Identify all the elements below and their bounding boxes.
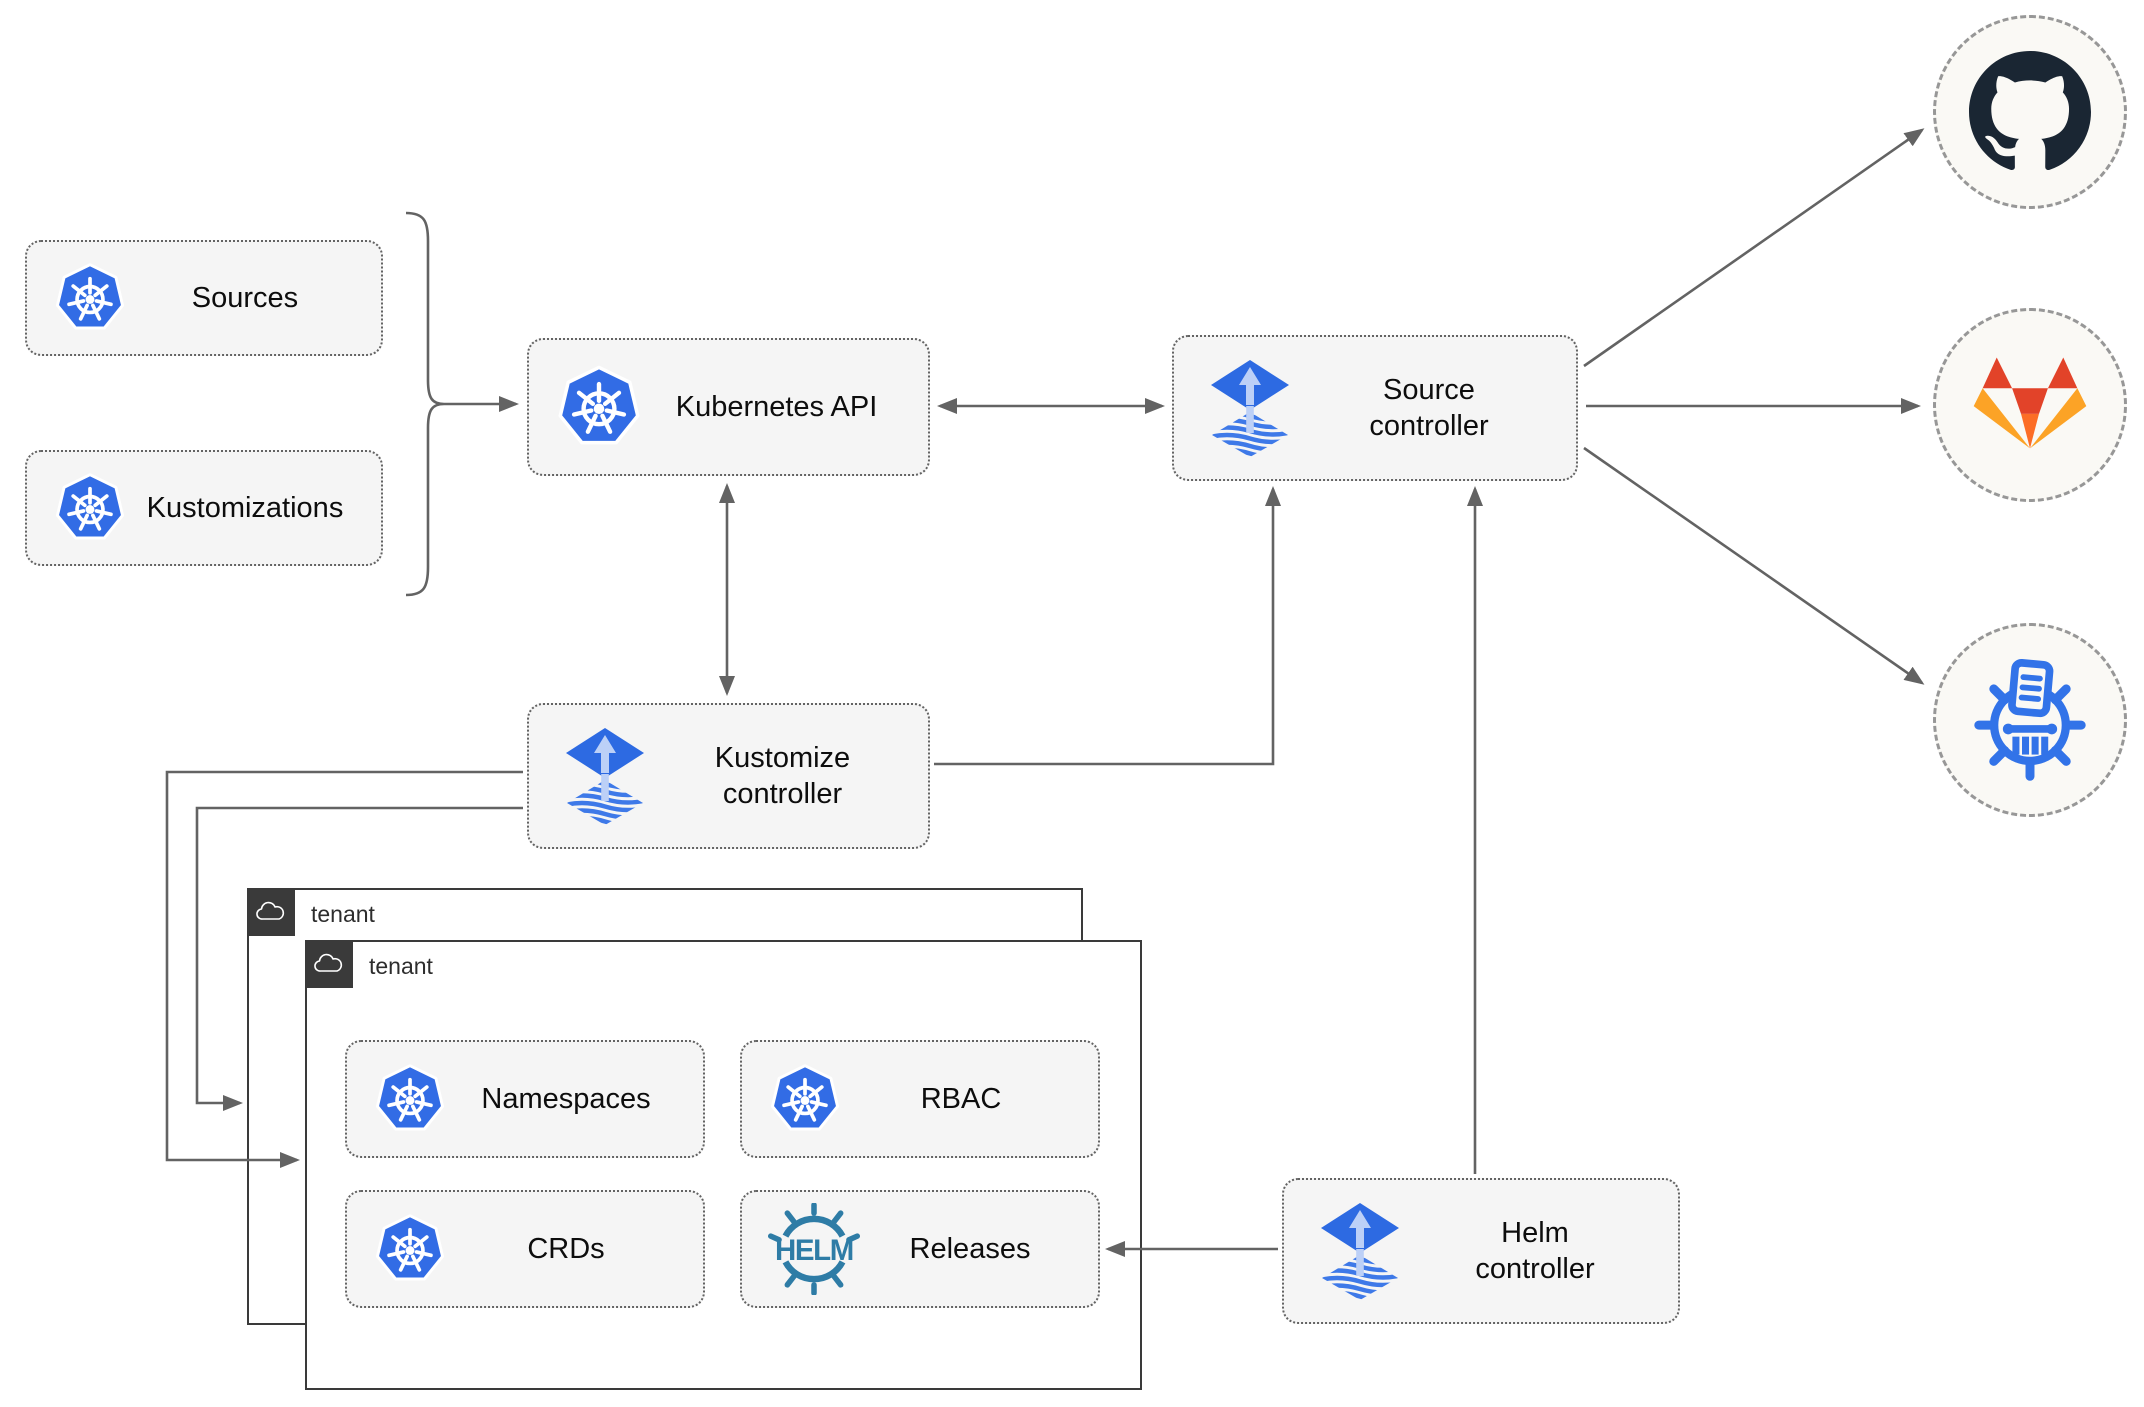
kubernetes-icon <box>373 1062 447 1136</box>
cloud-icon <box>255 899 287 925</box>
node-kubernetes-api: Kubernetes API <box>527 338 930 476</box>
tenant-back-label: tenant <box>311 901 375 927</box>
node-label: Namespaces <box>481 1082 651 1115</box>
node-sources: Sources <box>25 240 383 356</box>
node-source-controller: Source controller <box>1172 335 1578 481</box>
node-kustomize-controller: Kustomize controller <box>527 703 930 849</box>
node-label: Sources <box>191 281 299 314</box>
node-label: Kustomize controller <box>714 741 851 810</box>
node-kustomizations: Kustomizations <box>25 450 383 566</box>
endpoint-chart-repository <box>1933 623 2127 817</box>
tenant-box-front: tenant <box>305 940 1142 1390</box>
arrow-kustomize-to-source-controller <box>934 486 1281 766</box>
endpoint-github <box>1933 15 2127 209</box>
flux-icon <box>1310 1201 1410 1301</box>
node-namespaces: Namespaces <box>345 1040 705 1158</box>
tenant-back-header <box>247 888 295 936</box>
cloud-icon <box>313 951 345 977</box>
gitlab-icon <box>1966 351 2094 460</box>
kubernetes-icon <box>373 1212 447 1286</box>
helm-icon: HELM <box>768 1203 860 1295</box>
flux-icon <box>555 726 655 826</box>
github-icon <box>1969 51 2091 173</box>
node-releases: HELM Releases <box>740 1190 1100 1308</box>
flux-icon <box>1200 358 1300 458</box>
kubernetes-icon <box>555 363 643 451</box>
node-label: Kustomizations <box>146 491 344 524</box>
tenant-front-header <box>305 940 353 988</box>
node-rbac: RBAC <box>740 1040 1100 1158</box>
kubernetes-icon <box>53 471 127 545</box>
node-crds: CRDs <box>345 1190 705 1308</box>
endpoint-gitlab <box>1933 308 2127 502</box>
arrow-source-to-github <box>1583 128 1925 368</box>
brace-sources-kustomizations <box>405 211 445 597</box>
arrow-source-to-chartmuseum <box>1583 446 1925 685</box>
tenant-front-label: tenant <box>369 953 433 979</box>
node-label: Source controller <box>1369 373 1489 442</box>
node-label: Releases <box>909 1232 1031 1265</box>
chartmuseum-icon <box>1966 656 2094 784</box>
kubernetes-icon <box>53 261 127 335</box>
node-label: CRDs <box>527 1232 605 1265</box>
node-helm-controller: Helm controller <box>1282 1178 1680 1324</box>
helm-wordmark: HELM <box>775 1234 853 1267</box>
node-label: Helm controller <box>1475 1216 1595 1285</box>
node-label: Kubernetes API <box>675 390 878 423</box>
kubernetes-icon <box>768 1062 842 1136</box>
node-label: RBAC <box>920 1082 1002 1115</box>
